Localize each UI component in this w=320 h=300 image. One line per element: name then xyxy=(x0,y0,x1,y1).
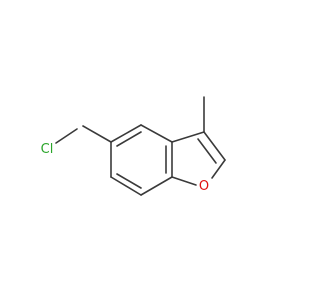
bond-c5-c4 xyxy=(110,124,142,143)
bond-c2-o xyxy=(211,159,226,179)
double-bond-c5-c4 xyxy=(116,131,142,147)
bond-cl-ch2 xyxy=(55,128,78,144)
background xyxy=(0,0,300,300)
chlorine-atom-label: Cl xyxy=(41,142,54,157)
bond-c7a-c7 xyxy=(140,176,173,196)
bond-ch2-c5 xyxy=(82,125,112,143)
bond-c3a-c3 xyxy=(171,131,205,143)
bonds xyxy=(55,96,226,196)
double-bond-c7-c6 xyxy=(116,173,142,189)
molecule-canvas: Cl O xyxy=(0,0,300,300)
oxygen-atom-label: O xyxy=(199,179,209,194)
bond-o-c7a xyxy=(171,176,197,186)
double-bond-c3-c2 xyxy=(197,138,217,164)
structure-diagram: Cl O xyxy=(0,0,300,300)
bond-c3-c2 xyxy=(203,131,226,161)
bond-c4-c3a xyxy=(140,124,173,143)
bond-c7-c6 xyxy=(110,176,142,196)
